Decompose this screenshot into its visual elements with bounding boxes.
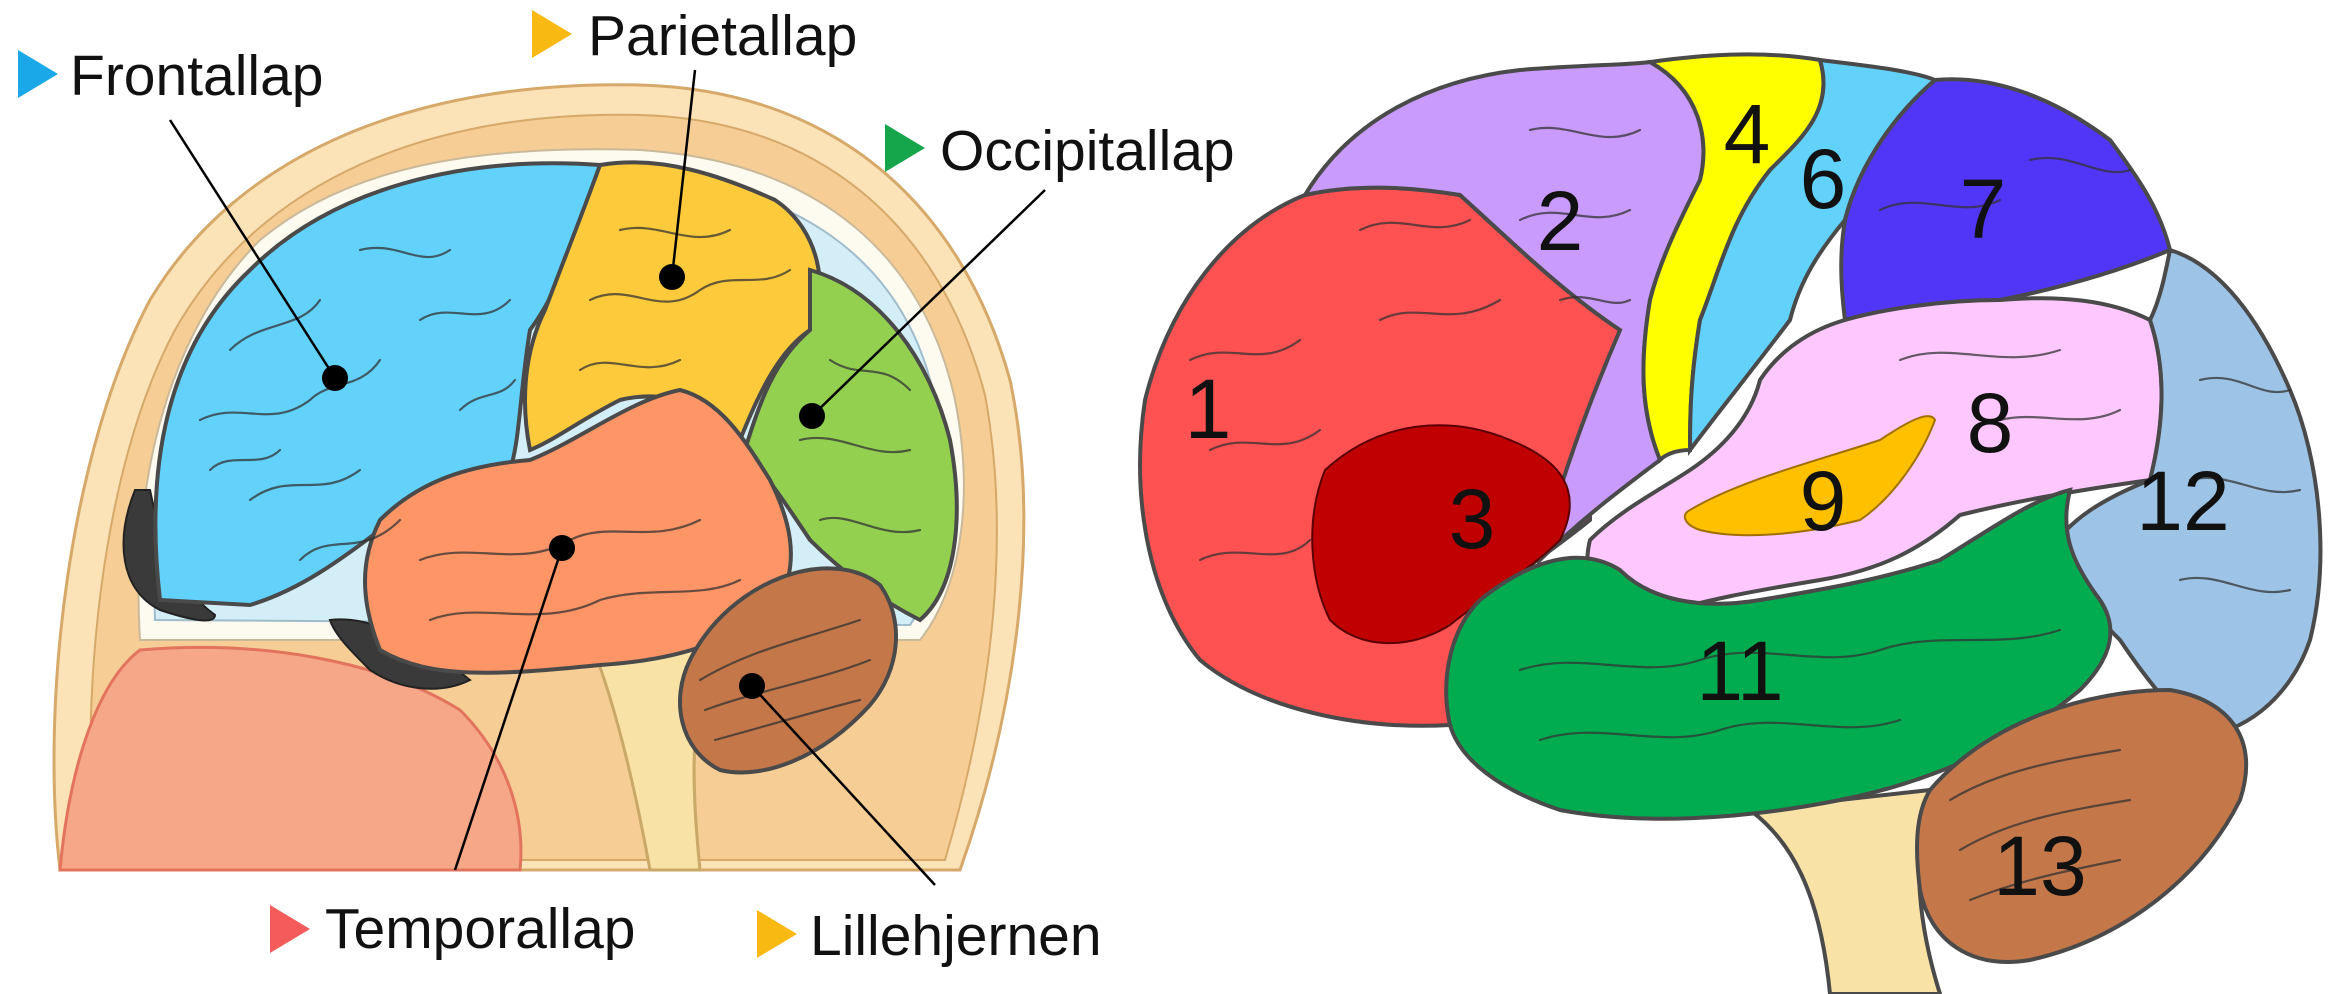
occipital-marker xyxy=(885,124,925,172)
region-9-number: 9 xyxy=(1800,454,1847,548)
region-7-number: 7 xyxy=(1960,162,2007,256)
parietal-marker xyxy=(532,10,572,58)
region-4-number: 4 xyxy=(1724,87,1771,181)
occipital-label: Occipitallap xyxy=(940,119,1235,183)
frontal-label: Frontallap xyxy=(70,44,323,108)
region-2-number: 2 xyxy=(1537,174,1584,268)
head-cross-section: Frontallap Parietallap Occipitallap Temp… xyxy=(18,4,1235,968)
right-brainstem xyxy=(1750,790,1940,994)
frontal-marker xyxy=(18,50,58,98)
temporal-label: Temporallap xyxy=(325,897,636,961)
region-12-number: 12 xyxy=(2136,454,2229,548)
region-6-number: 6 xyxy=(1800,132,1847,226)
region-13-number: 13 xyxy=(1993,819,2086,913)
lateral-brain: 1 2 3 4 6 7 8 9 11 12 13 xyxy=(1140,54,2320,994)
parietal-label: Parietallap xyxy=(588,4,857,68)
temporal-marker xyxy=(270,905,310,953)
region-1-number: 1 xyxy=(1185,362,1232,456)
region-3-number: 3 xyxy=(1449,472,1496,566)
cerebellum-marker xyxy=(757,910,797,958)
region-8-number: 8 xyxy=(1967,376,2014,470)
cerebellum-label: Lillehjernen xyxy=(810,904,1102,968)
region-11-number: 11 xyxy=(1696,624,1783,718)
